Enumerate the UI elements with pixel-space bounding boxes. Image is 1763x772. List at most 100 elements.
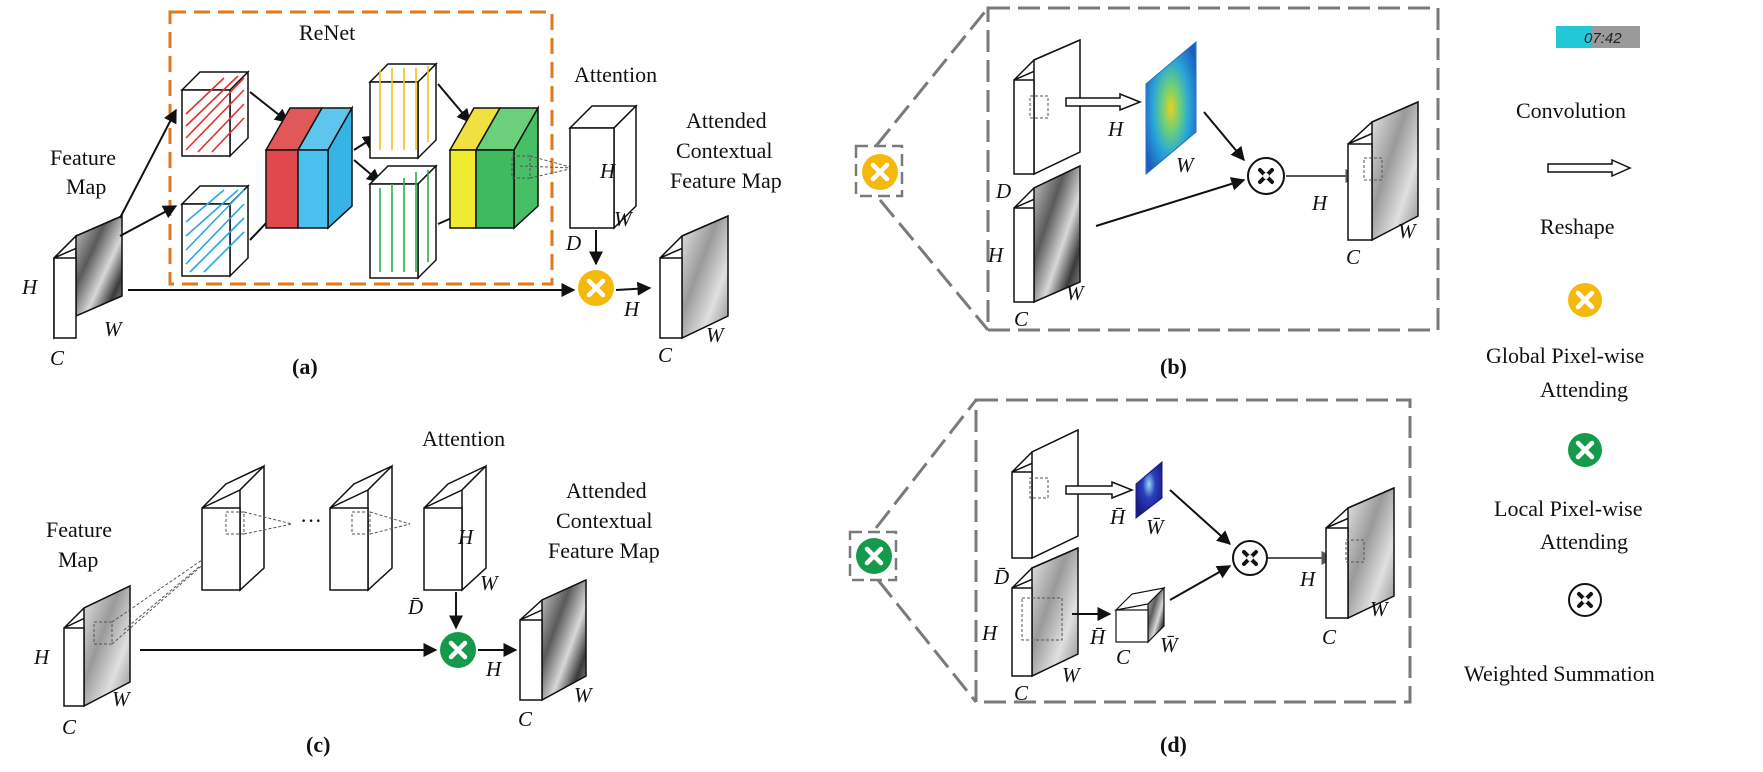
dim-w-att-a: W — [614, 207, 634, 231]
attended-label-3-a: Feature Map — [670, 168, 782, 193]
dim-d-att-a: D — [565, 231, 581, 255]
weighted-summation-op-d — [1232, 540, 1268, 576]
renet-sweep-yellow — [368, 62, 438, 160]
dim-w-att-c: W — [480, 571, 500, 595]
attention-heatmap-b — [1145, 40, 1197, 176]
dim-c-out-a: C — [658, 343, 673, 367]
attended-label-2-c: Contextual — [556, 508, 653, 533]
feature-map-label-2: Map — [66, 174, 106, 199]
output-feature-map-d — [1325, 486, 1395, 620]
dim-h-b-out-arrow: H — [1311, 191, 1329, 215]
dim-w-d: W — [1062, 663, 1082, 687]
feature-map-label-1-c: Feature — [46, 517, 112, 542]
dim-c: C — [50, 346, 65, 370]
input-feature-map-a — [53, 214, 123, 340]
renet-box — [168, 10, 554, 286]
timer-badge[interactable]: 07:42 — [1556, 26, 1640, 48]
panel-d-box — [974, 398, 1412, 704]
legend-local-label-2: Attending — [1540, 529, 1628, 554]
weighted-summation-icon — [1568, 583, 1602, 617]
legend: 07:42 Convolution Reshape Global Pixel-w… — [1464, 26, 1655, 686]
dim-h-b: H — [987, 243, 1005, 267]
legend-reshape-label: Reshape — [1540, 214, 1615, 239]
global-attending-op-a — [578, 270, 614, 306]
panel-c: Attention Feature Map H W C ··· — [33, 426, 660, 757]
input-feature-map-c — [63, 584, 131, 708]
dim-dbar-att-c: D̄ — [407, 595, 423, 619]
timer-text: 07:42 — [1584, 30, 1622, 47]
attended-label-2-a: Contextual — [676, 138, 773, 163]
global-attending-icon — [1568, 283, 1602, 317]
renet-sweep-blue — [180, 184, 250, 278]
dim-c-b: C — [1014, 307, 1029, 331]
dim-w-out-a: W — [706, 323, 726, 347]
dim-h: H — [21, 275, 39, 299]
dim-c-out-c: C — [518, 707, 533, 731]
dim-wbar-d-patch: W̄ — [1160, 633, 1180, 657]
dim-wbar-d-top: W̄ — [1146, 515, 1166, 539]
output-feature-map-b — [1347, 100, 1419, 242]
local-patch-cube-d — [1114, 586, 1166, 644]
dim-c-d-patch: C — [1116, 645, 1131, 669]
attended-label-1-c: Attended — [566, 478, 647, 503]
renet-concat-block-1 — [264, 105, 354, 230]
renet-concat-block-2 — [448, 105, 575, 230]
dim-h-att-a: H — [599, 159, 617, 183]
dim-hbar-d-patch: H̄ — [1089, 625, 1107, 649]
attention-map-a — [568, 104, 638, 230]
attention-map-c — [423, 464, 487, 592]
attention-slab-c-1 — [201, 464, 293, 592]
dim-h-d-out-arrow: H — [1299, 567, 1317, 591]
global-attending-zoom-icon — [862, 154, 898, 190]
attention-slab-c-2 — [329, 464, 411, 592]
local-attending-op-c — [440, 632, 476, 668]
feature-map-d-bottom — [1011, 546, 1079, 678]
attention-label-a: Attention — [574, 62, 657, 87]
dim-c-b-out: C — [1346, 245, 1361, 269]
weighted-summation-op-b — [1247, 157, 1285, 195]
legend-global-label-1: Global Pixel-wise — [1486, 343, 1644, 368]
dim-c-d-out: C — [1322, 625, 1337, 649]
renet-sweep-red — [180, 70, 250, 158]
attended-label-3-c: Feature Map — [548, 538, 660, 563]
panel-b-box — [986, 6, 1440, 332]
feature-map-d-top — [1011, 428, 1079, 560]
local-attending-icon — [1568, 433, 1602, 467]
dim-w-d-out: W — [1370, 597, 1390, 621]
legend-global-label-2: Attending — [1540, 377, 1628, 402]
dim-w-b-heat: W — [1176, 153, 1196, 177]
feature-map-label-2-c: Map — [58, 547, 98, 572]
caption-b: (b) — [1160, 354, 1187, 379]
attention-heatmap-d — [1135, 460, 1163, 520]
feature-map-b-top — [1013, 38, 1081, 176]
panel-d: H̄ W̄ D̄ H W C H̄ C W̄ H — [848, 398, 1412, 757]
dim-w-out-c: W — [574, 683, 594, 707]
caption-a: (a) — [292, 354, 318, 379]
output-feature-map-c — [519, 578, 587, 702]
dim-h-d: H — [981, 621, 999, 645]
dim-hbar-d-top: H̄ — [1109, 505, 1127, 529]
reshape-arrow-icon — [1547, 158, 1632, 178]
caption-c: (c) — [306, 732, 330, 757]
legend-local-label-1: Local Pixel-wise — [1494, 496, 1642, 521]
legend-weighted-label: Weighted Summation — [1464, 661, 1655, 686]
ellipsis-c: ··· — [300, 508, 322, 533]
dim-w-c: W — [112, 687, 132, 711]
dim-h-att-c: H — [457, 525, 475, 549]
renet-sweep-green — [368, 164, 438, 280]
dim-c-c: C — [62, 715, 77, 739]
dim-w-b: W — [1066, 281, 1086, 305]
legend-convolution-label: Convolution — [1516, 98, 1626, 123]
output-feature-map-a — [659, 214, 729, 340]
dim-h-out-c: H — [485, 657, 503, 681]
dim-c-d: C — [1014, 681, 1029, 705]
panel-b: H D W H W C H W — [854, 6, 1440, 379]
caption-d: (d) — [1160, 732, 1187, 757]
dim-h-b-reshape: H — [1107, 117, 1125, 141]
dim-h-c: H — [33, 645, 51, 669]
feature-map-label-1: Feature — [50, 145, 116, 170]
renet-label: ReNet — [299, 20, 355, 45]
dim-d-b: D — [995, 179, 1011, 203]
